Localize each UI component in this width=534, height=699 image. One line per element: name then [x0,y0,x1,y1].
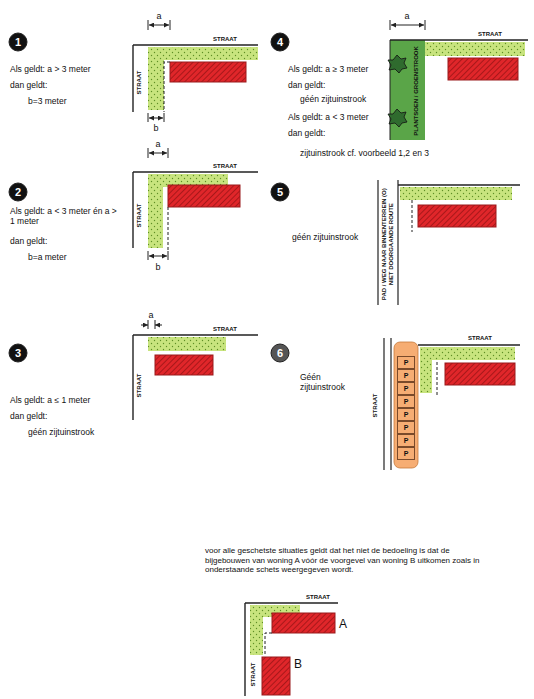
callout-number: 2 [15,186,21,199]
street-label: STRAAT [478,31,502,38]
callout-number: 3 [15,347,21,360]
parking-label: P [404,359,409,367]
street-label: STRAAT [136,203,143,227]
condition-text: b=a meter [28,252,67,262]
callout-number: 4 [277,36,283,49]
street-label: STRAAT [136,373,143,397]
condition-text: b=3 meter [28,96,67,106]
condition-text: géén zijtuinstrook [300,94,366,104]
strip-label: PLANTSOEN / GROENSTROOK [413,46,420,136]
condition-text: Als geldt: a < 3 meter [288,112,369,122]
parking-label: P [404,424,409,432]
parking-space: P [397,408,415,422]
callout-number: 1 [15,36,21,49]
parking-label: P [404,450,409,458]
street-label: STRAAT [213,163,237,170]
parking-space: P [397,421,415,435]
street-label: STRAAT [372,393,379,417]
street-label: STRAAT [306,594,330,601]
parking-space: P [397,356,415,370]
condition-text: dan geldt: [288,80,325,90]
green-strip: PLANTSOEN / GROENSTROOK [409,43,423,139]
path-label: PAD / WEG NAAR BINNENTERREIN (O) NIET DO… [381,188,395,300]
house-label: B [294,657,302,671]
street-label: STRAAT [213,326,237,333]
condition-text: dan geldt: [10,411,47,421]
condition-text: géén zijtuinstrook [28,427,94,437]
condition-text: dan geldt: [288,128,325,138]
condition-text: Als geldt: a < 3 meter én a > 1 meter [10,206,122,226]
dimension-label: a [156,139,161,150]
condition-text: Als geldt: a ≤ 1 meter [10,395,90,405]
dimension-label: a [405,11,410,22]
parking-space: P [397,382,415,396]
parking-label: P [404,385,409,393]
house-label: A [339,617,347,631]
parking-space: P [397,369,415,383]
condition-text: Als geldt: a ≥ 3 meter [288,64,368,74]
parking-label: P [404,411,409,419]
dimension-label: a [157,11,162,22]
parking-space: P [397,434,415,448]
dimension-label: a [149,310,154,321]
street-label: STRAAT [136,70,143,94]
street-label: STRAAT [250,662,257,686]
condition-text: Als geldt: a > 3 meter [10,64,91,74]
callout-number: 6 [277,347,283,360]
condition-text: dan geldt: [10,80,47,90]
street-label: STRAAT [213,36,237,43]
note-text: voor alle geschetste situaties geldt dat… [205,546,480,575]
condition-text: Géén zijtuinstrook [300,372,366,392]
callout-number: 5 [277,186,283,199]
dimension-label: b [154,123,159,134]
condition-text: zijtuinstrook cf. voorbeeld 1,2 en 3 [300,148,429,158]
parking-space: P [397,395,415,409]
parking-space: P [397,447,415,461]
parking-label: P [404,398,409,406]
street-label: STRAAT [468,335,492,342]
parking-label: P [404,437,409,445]
dimension-label: b [156,262,161,273]
parking-label: P [404,372,409,380]
condition-text: géén zijtuinstrook [292,232,358,242]
condition-text: dan geldt: [10,236,47,246]
